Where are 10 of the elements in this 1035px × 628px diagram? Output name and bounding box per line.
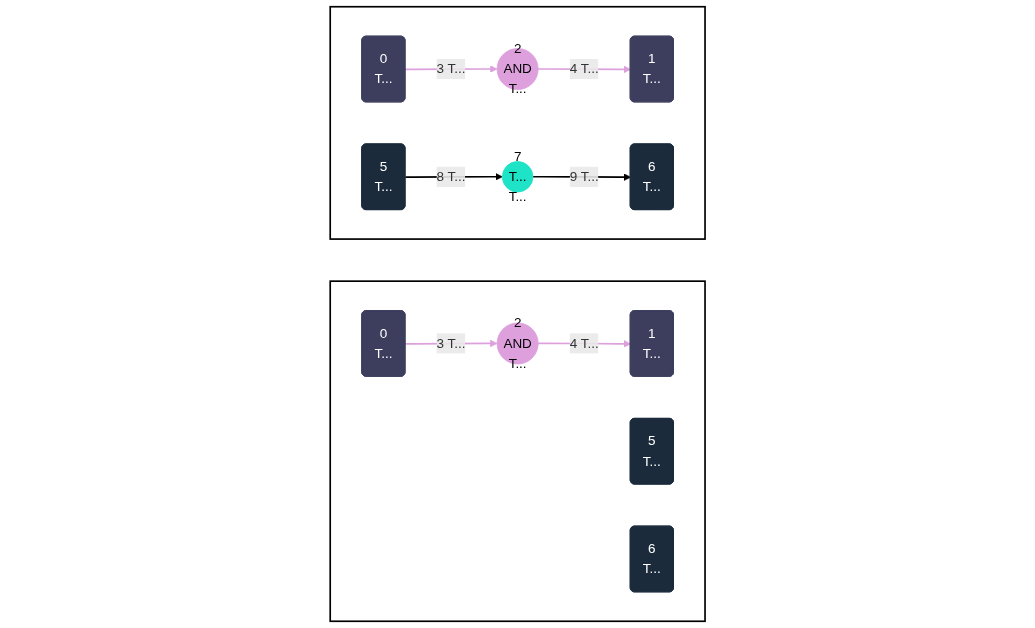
node-circle: T... (501, 161, 534, 193)
edge-label: 3 T... (436, 335, 466, 351)
edge-label: 9 T... (569, 169, 599, 184)
edge-label: 3 T... (436, 61, 466, 76)
node-label: 7 (513, 149, 522, 164)
edge-label: 8 T... (436, 169, 466, 184)
edge-label: 4 T... (569, 335, 599, 351)
cluster (329, 280, 706, 623)
edge-label: 4 T... (569, 61, 599, 76)
cluster (329, 5, 706, 240)
